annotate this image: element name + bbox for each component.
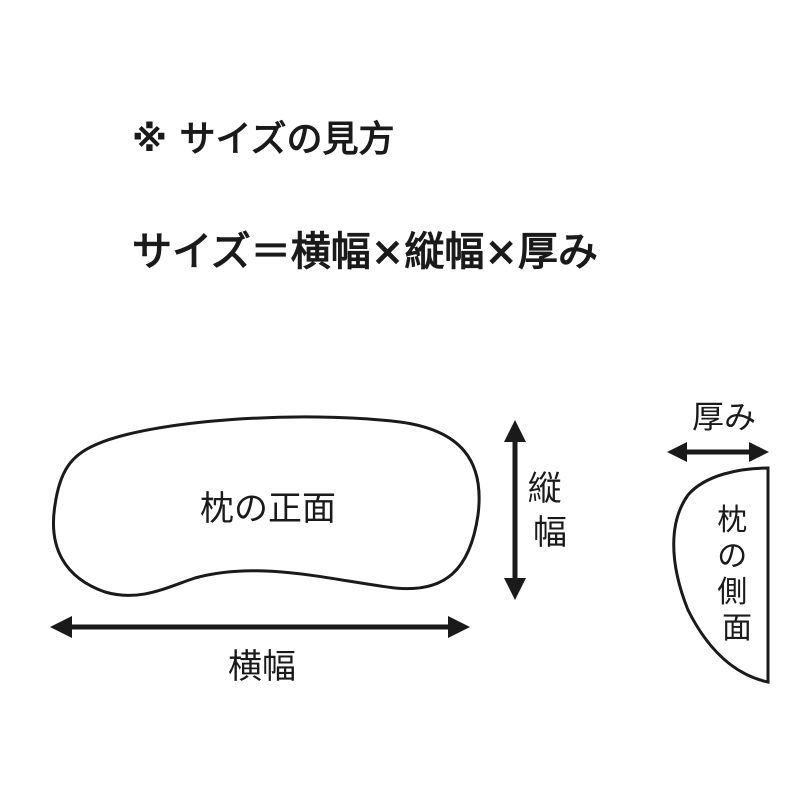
side-view-label: 枕 の 側 面: [717, 503, 757, 646]
thickness-label: 厚み: [692, 398, 756, 436]
pillow-side-outline: [672, 466, 770, 684]
page-heading: ※ サイズの見方: [132, 119, 395, 160]
front-view-label: 枕の正面: [200, 489, 336, 529]
width-label: 横幅: [228, 647, 296, 687]
size-formula: サイズ＝横幅×縦幅×厚み: [132, 229, 598, 275]
width-arrow: [50, 616, 470, 638]
thickness-arrow: [667, 442, 769, 462]
height-arrow: [504, 420, 526, 600]
pillow-front-outline: [52, 415, 481, 597]
height-label: 縦 幅: [528, 469, 573, 553]
